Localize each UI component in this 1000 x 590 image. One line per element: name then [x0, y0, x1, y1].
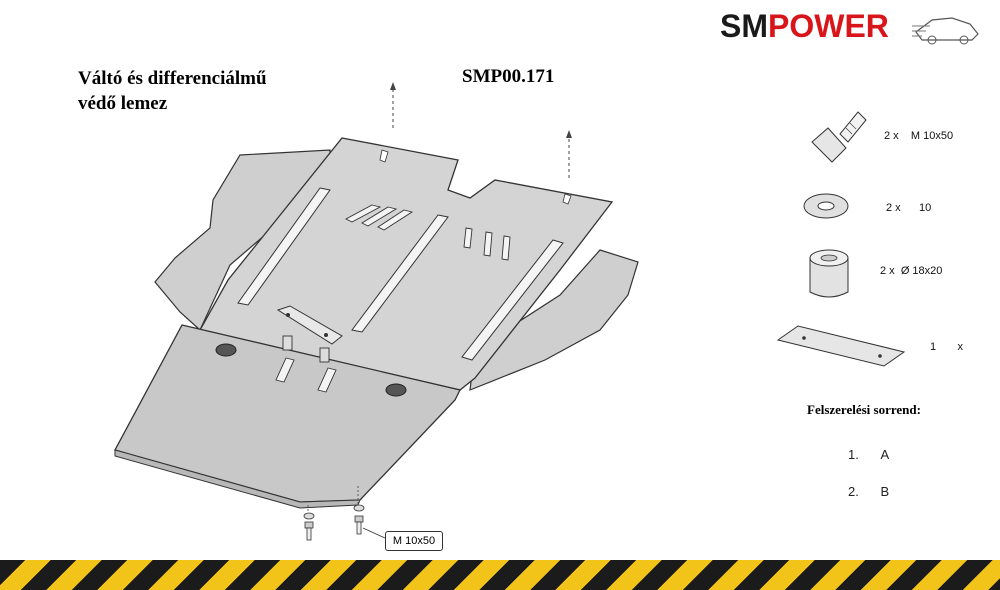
- plate-right-wing: [469, 249, 639, 391]
- logo-car-icon: [912, 17, 979, 45]
- assembly-step-1: 1. A: [848, 447, 889, 462]
- title-line-1: Váltó és differenciálmű: [78, 68, 267, 89]
- step-2-number: 2.: [848, 484, 859, 499]
- part-2-qty: 2 x: [886, 202, 901, 214]
- logo-text-power: POWER: [768, 8, 889, 44]
- long-slots: [237, 187, 564, 361]
- step-1-label: A: [880, 447, 890, 462]
- mounting-plate-icon: [776, 325, 906, 367]
- part-4-spec: 1: [930, 341, 937, 353]
- part-1-row: 2 x M 10x50: [884, 130, 953, 142]
- brand-logo: SMPOWER: [720, 8, 889, 45]
- part-2-spec: 10: [919, 202, 932, 214]
- part-3-spec: Ø 18x20: [900, 265, 943, 277]
- part-4-row: 1 x: [930, 341, 963, 353]
- mount-hole-right: [385, 383, 407, 397]
- washer-icon: [803, 193, 849, 219]
- mount-hole-left: [215, 343, 237, 357]
- part-4-qty: x: [957, 341, 964, 353]
- title-line-2: védő lemez: [78, 93, 168, 114]
- part-1-spec: M 10x50: [910, 130, 954, 142]
- bolt-callout-label: M 10x50: [385, 531, 443, 551]
- spacer-sleeve-icon: [809, 249, 849, 298]
- bolt-washer-left-icon: [303, 512, 315, 541]
- step-1-number: 1.: [848, 447, 859, 462]
- page-title: Váltó és differenciálmű védő lemez: [78, 66, 267, 116]
- part-3-qty: 2 x: [880, 265, 895, 277]
- part-1-qty: 2 x: [884, 130, 899, 142]
- logo-text-sm: SM: [720, 8, 768, 44]
- short-slots: [345, 204, 511, 261]
- direction-arrow-left-icon: [390, 82, 396, 128]
- assembly-order-title: Felszerelési sorrend:: [807, 402, 921, 417]
- assembly-step-2: 2. B: [848, 484, 889, 499]
- skid-plate-drawing: [114, 82, 906, 541]
- direction-arrow-right-icon: [566, 130, 572, 178]
- part-2-row: 2 x 10: [886, 202, 931, 214]
- part-3-row: 2 x Ø 18x20: [880, 265, 942, 277]
- part-code: SMP00.171: [462, 66, 555, 87]
- bolt-washer-right-icon: [353, 504, 365, 535]
- hazard-stripe-footer: [0, 560, 1000, 590]
- step-2-label: B: [880, 484, 890, 499]
- bolt-icon: [811, 111, 867, 163]
